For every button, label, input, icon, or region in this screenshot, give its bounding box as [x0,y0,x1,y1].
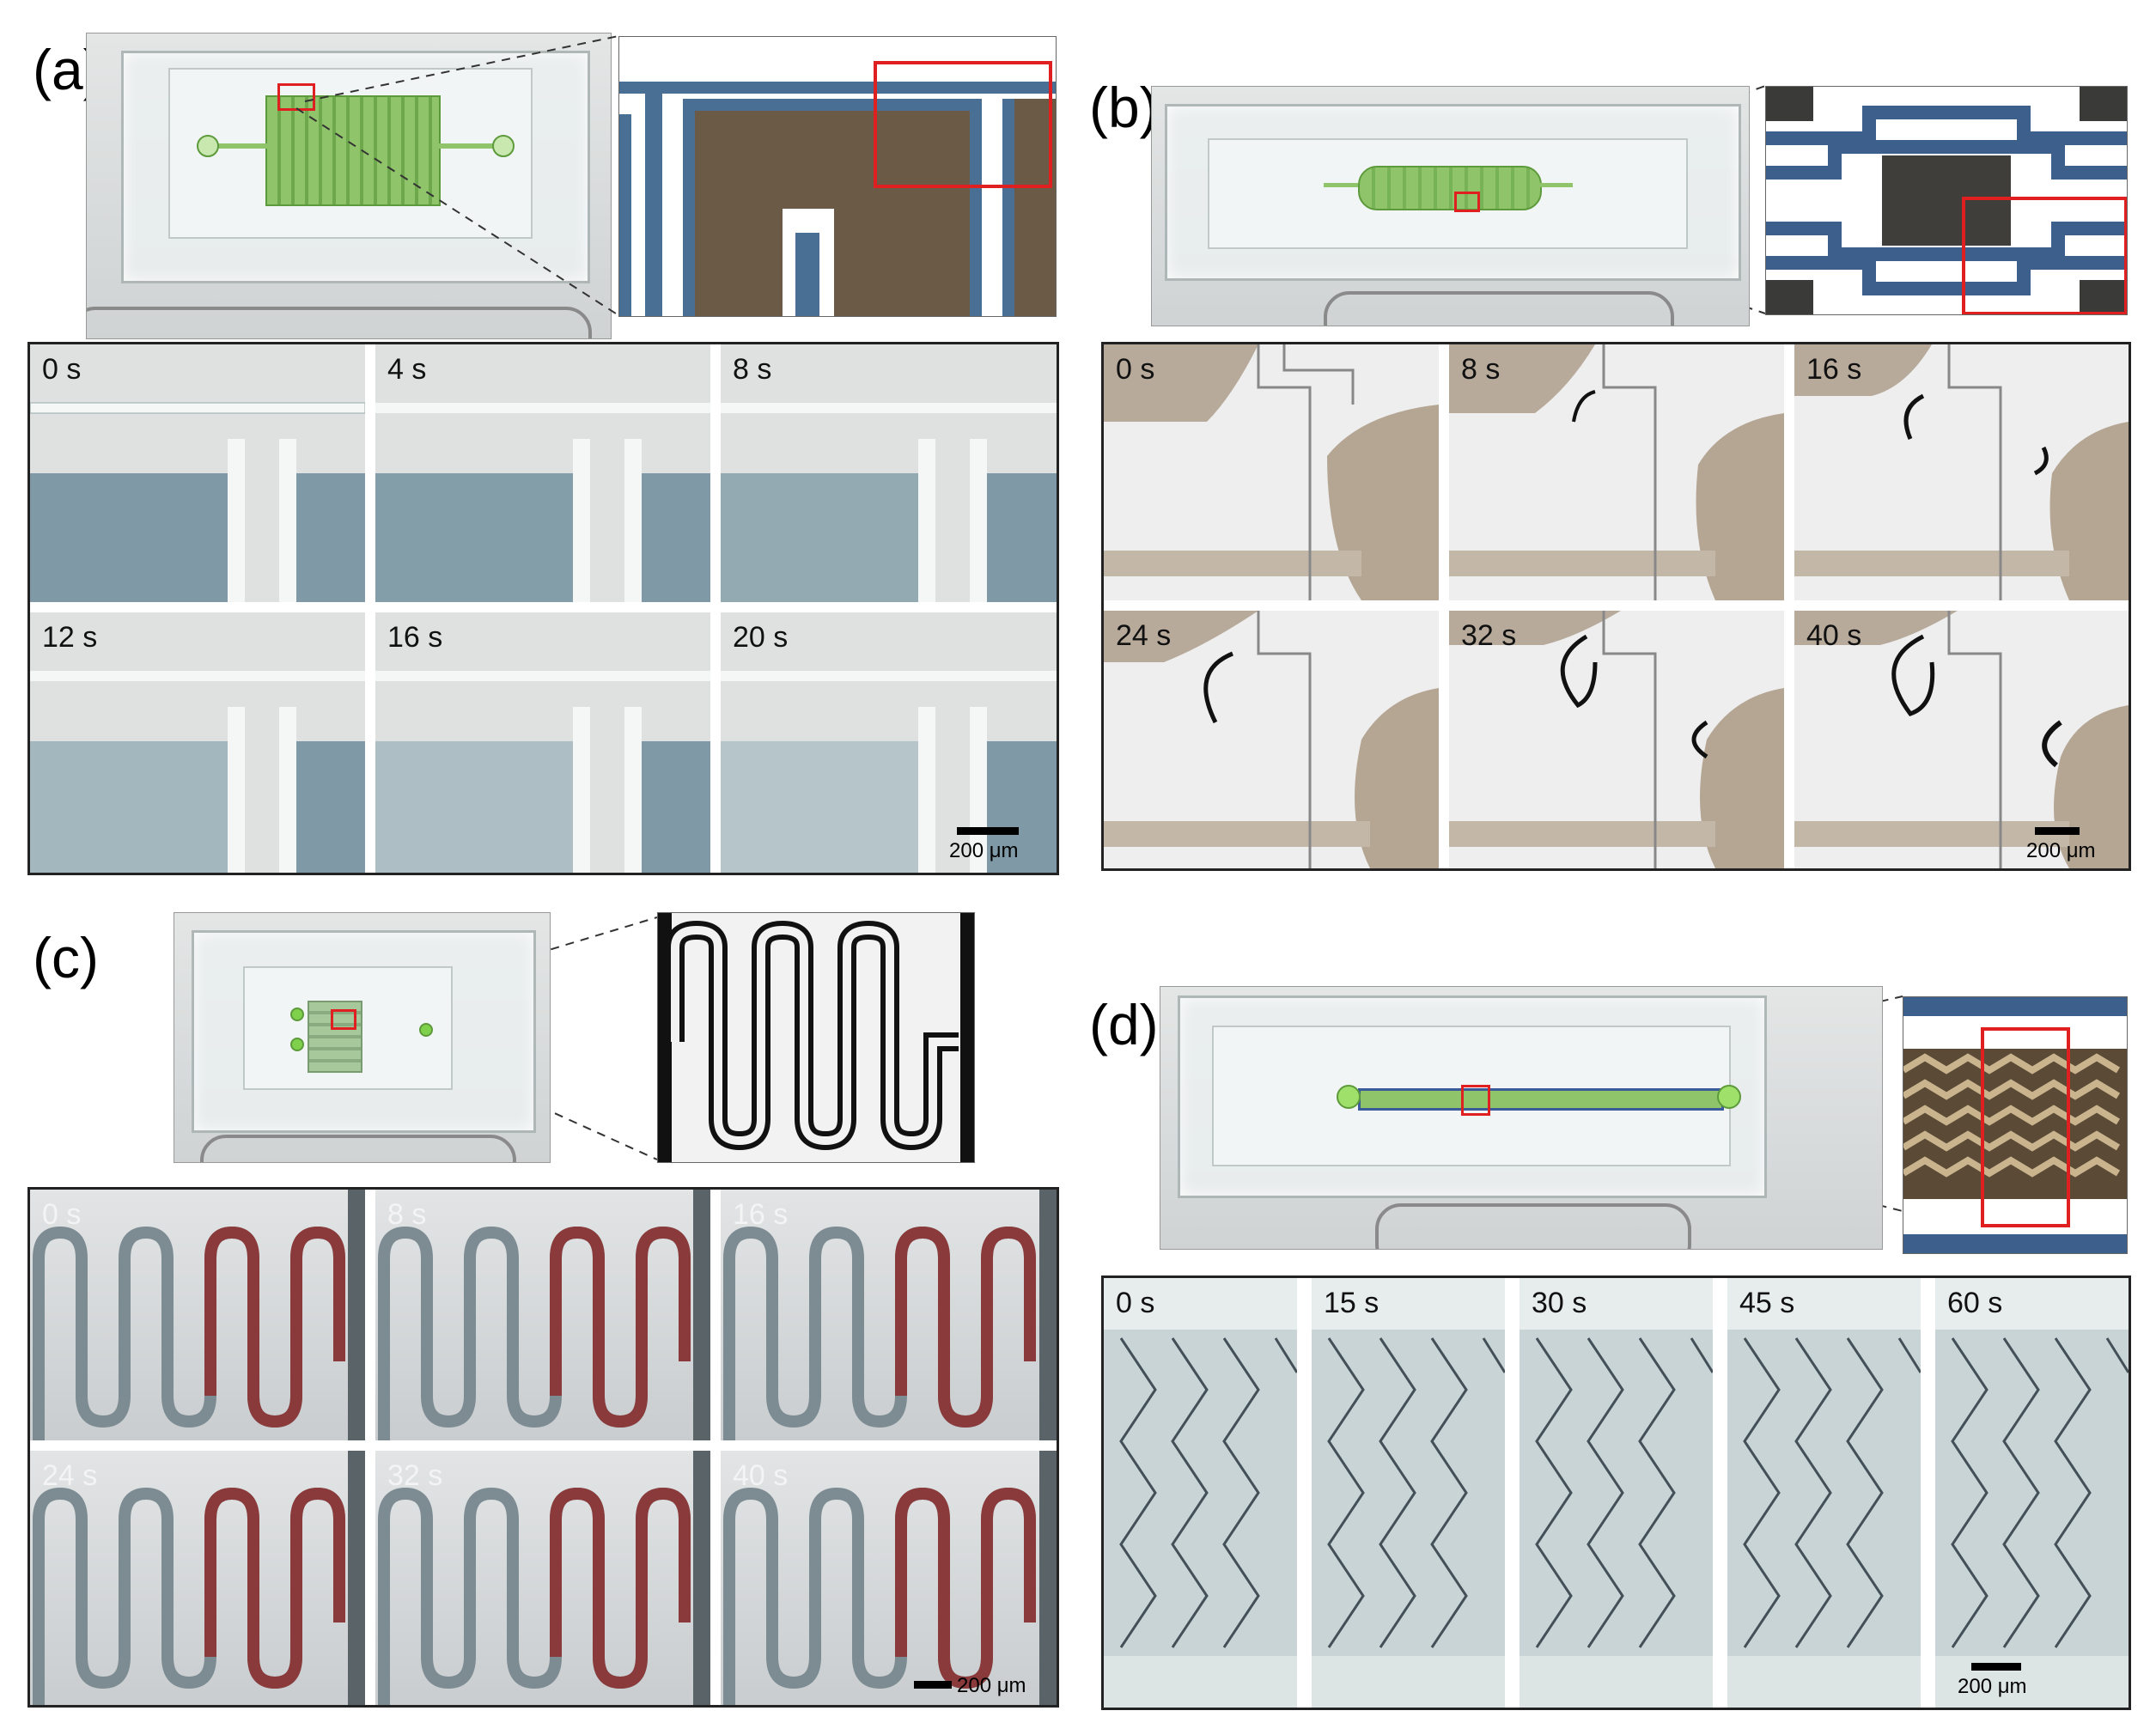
chip-photo-c [174,912,551,1163]
time-label: 40 s [1806,619,1862,652]
paper-clip [1375,1203,1691,1249]
paper-clip [200,1135,516,1162]
paper-clip [1324,291,1674,326]
channel-network [308,1001,362,1073]
highlight-box [1981,1027,2070,1227]
time-label: 15 s [1324,1287,1379,1319]
time-label: 12 s [42,621,98,654]
timelapse-frame: 0 s [30,344,365,602]
highlight-box [1962,197,2127,314]
timelapse-frame: 8 s [375,1190,710,1440]
timelapse-frame: 30 s [1520,1278,1713,1708]
scale-bar [957,827,1019,835]
time-label: 30 s [1532,1287,1587,1319]
time-label: 8 s [733,353,772,386]
timelapse-frame: 40 s 200 μm [1794,611,2129,868]
inlet-port [290,1038,304,1051]
channel-array [1358,166,1542,210]
channel-zoom-drawing [1903,997,2127,1253]
timelapse-grid-b: 0 s 8 s 16 s 24 s 32 s 40 s 200 μm [1101,342,2131,871]
highlight-box [1461,1085,1490,1116]
time-label: 40 s [733,1459,789,1492]
timelapse-frame: 16 s [1794,344,2129,600]
timelapse-frame: 20 s 200 μm [721,612,1057,873]
timelapse-frame: 24 s [30,1451,365,1705]
straight-channel [1358,1088,1724,1111]
time-label: 24 s [1116,619,1172,652]
inlet-line [1324,183,1358,187]
timelapse-frame: 60 s 200 μm [1935,1278,2129,1708]
timelapse-frame: 45 s [1727,1278,1921,1708]
outlet-port [1717,1085,1741,1109]
inlet-port [197,135,219,157]
timelapse-frame: 4 s [375,344,710,602]
highlight-box [1454,192,1480,212]
timelapse-frame: 40 s 200 μm [721,1451,1057,1705]
timelapse-frame: 16 s [721,1190,1057,1440]
timelapse-frame: 32 s [375,1451,710,1705]
scale-label: 200 μm [949,839,1019,862]
timelapse-frame: 0 s [1104,344,1439,600]
panel-label-d: (d) [1089,993,1159,1056]
time-label: 16 s [387,621,443,654]
panel-label-b: (b) [1089,76,1159,139]
scale-label: 200 μm [2026,839,2096,862]
time-label: 0 s [1116,1287,1155,1319]
time-label: 0 s [42,353,82,386]
scale-bar [2035,827,2080,835]
timelapse-frame: 24 s [1104,611,1439,868]
zoom-inset-c [657,912,975,1163]
channel-zoom-drawing [658,913,974,1162]
time-label: 4 s [387,353,427,386]
zoom-inset-a [618,36,1057,317]
scale-bar [1971,1663,2021,1671]
scale-label: 200 μm [1958,1675,2027,1698]
outlet-line [1538,183,1573,187]
time-label: 20 s [733,621,789,654]
timelapse-frame: 8 s [1449,344,1784,600]
channel-zoom-drawing [619,37,1056,316]
timelapse-grid-a: 0 s 4 s 8 s 12 s 16 s 20 s 200 μm [27,342,1059,875]
timelapse-grid-c: 0 s 8 s 16 s 24 s 32 s 40 s 200 μm [27,1187,1059,1708]
serpentine-channel [265,95,441,206]
timelapse-frame: 0 s [1104,1278,1297,1708]
inlet-port [1337,1085,1361,1109]
time-label: 32 s [1461,619,1517,652]
timelapse-grid-d: 0 s 15 s 30 s 45 s 60 s 200 μm [1101,1275,2131,1710]
time-label: 24 s [42,1459,98,1492]
highlight-box [874,61,1052,188]
time-label: 16 s [1806,353,1862,386]
paper-clip [87,307,592,338]
timelapse-frame: 16 s [375,612,710,873]
chip-photo-b [1151,86,1750,326]
time-label: 16 s [733,1198,789,1231]
time-label: 45 s [1739,1287,1795,1319]
panel-label-c: (c) [33,926,99,989]
time-label: 8 s [1461,353,1501,386]
inlet-port [290,1008,304,1021]
scale-bar [914,1681,952,1689]
outlet-port [492,135,515,157]
timelapse-frame: 8 s [721,344,1057,602]
inlet-line [207,143,267,149]
time-label: 60 s [1947,1287,2003,1319]
time-label: 8 s [387,1198,427,1231]
scale-label: 200 μm [957,1674,1026,1697]
time-label: 0 s [42,1198,82,1231]
channel-zoom-drawing [1766,87,2127,314]
highlight-box [331,1009,356,1030]
timelapse-frame: 0 s [30,1190,365,1440]
timelapse-frame: 15 s [1312,1278,1505,1708]
chip-photo-d [1160,986,1883,1250]
timelapse-frame: 12 s [30,612,365,873]
outlet-line [437,143,499,149]
highlight-box [277,83,315,111]
zoom-inset-b [1765,86,2128,315]
time-label: 0 s [1116,353,1155,386]
timelapse-frame: 32 s [1449,611,1784,868]
outlet-port [419,1023,433,1037]
time-label: 32 s [387,1459,443,1492]
zoom-inset-d [1903,996,2128,1254]
chip-photo-a [86,33,612,339]
